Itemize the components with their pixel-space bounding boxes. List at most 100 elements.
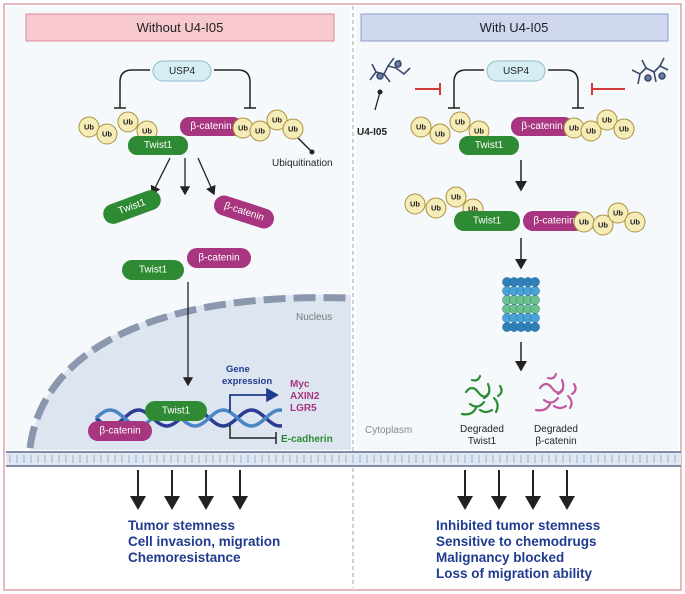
twist1-nuclear-label: Twist1: [162, 406, 191, 417]
beta-catenin-right-label: β-catenin: [521, 121, 562, 132]
beta-catenin-nuclear-label: β-catenin: [99, 426, 140, 437]
gene-myc: Myc: [290, 379, 310, 390]
free-beta-catenin-pill: [214, 195, 274, 229]
ub-bead: [96, 123, 118, 145]
u4-i05-pointer: [374, 91, 381, 111]
ub-bead: [624, 211, 646, 233]
beta-catenin-polyub-label: β-catenin: [533, 216, 574, 227]
ub-bead: [449, 111, 471, 133]
right-title: With U4-I05: [480, 20, 549, 35]
gene-expression-line1: Gene: [226, 364, 250, 375]
twist1-label: Twist1: [144, 140, 173, 151]
proteasome-subunit: [530, 286, 540, 296]
degraded-beta-catenin-line2: β-catenin: [535, 436, 576, 447]
u4-i05-label: U4-I05: [357, 127, 387, 138]
ub-bead: [580, 120, 602, 142]
right-title-box: [360, 13, 669, 42]
ub-label: Ub: [255, 127, 265, 136]
beta-catenin-pair-label: β-catenin: [198, 253, 239, 264]
ub-label: Ub: [586, 127, 596, 136]
ub-label: Ub: [431, 204, 441, 213]
left-title: Without U4-I05: [137, 20, 224, 35]
usp4-right-inhibit-line-2: [548, 69, 579, 108]
beta-catenin-polyub: [523, 211, 585, 231]
usp4-right: [486, 60, 546, 82]
ub-bead: [282, 118, 304, 140]
degraded-twist1-fragments: [460, 374, 503, 416]
proteasome: [502, 277, 540, 332]
ub-label: Ub: [288, 125, 298, 134]
proteasome-subunit: [530, 304, 540, 314]
twist1-polyub: [454, 211, 520, 231]
u4-i05-molecule-left: [369, 57, 411, 83]
ub-bead: [445, 186, 467, 208]
twist1-right-label: Twist1: [475, 140, 504, 151]
ub-label: Ub: [416, 123, 426, 132]
ub-label: Ub: [142, 127, 152, 136]
ub-label: Ub: [272, 116, 282, 125]
free-twist1: Twist1: [103, 190, 161, 224]
cytoplasm-label: Cytoplasm: [365, 425, 412, 436]
nuclear-membrane: [26, 294, 351, 449]
twist1-nuclear: [145, 401, 207, 421]
ub-bead: [613, 118, 635, 140]
degraded-twist1-line2: Twist1: [468, 436, 497, 447]
usp4-right-inhibit-line-1: [453, 69, 484, 108]
ub-bead: [266, 109, 288, 131]
ub-label: Ub: [451, 193, 461, 202]
twist1-right-complex: [459, 136, 519, 155]
e-cadherin-repression-line: [229, 425, 276, 439]
twist1-pair-label: Twist1: [139, 265, 168, 276]
ub-chain-left-2: Ub Ub Ub Ub: [232, 109, 304, 142]
ub-bead: [410, 116, 432, 138]
twist1-pair: [122, 260, 184, 280]
degraded-beta-catenin-line1: Degraded: [534, 424, 578, 435]
ub-label: Ub: [102, 130, 112, 139]
ub-bead: [404, 193, 426, 215]
twist1-polyub-label: Twist1: [473, 216, 502, 227]
ub-label: Ub: [474, 127, 484, 136]
ub-chain-right-4: Ub Ub Ub Ub: [573, 202, 646, 236]
ub-bead: [592, 214, 614, 236]
gene-expression-line2: expression: [222, 376, 272, 387]
proteasome-subunit: [530, 295, 540, 305]
beta-catenin-pair: [187, 248, 251, 268]
ub-label: Ub: [630, 218, 640, 227]
right-outcome-4: Loss of migration ability: [436, 566, 593, 581]
usp4-left-inhibit-line-1: [119, 69, 150, 108]
ub-label: Ub: [123, 118, 133, 127]
usp4-left: [152, 60, 212, 82]
gene-axin2: AXIN2: [290, 391, 320, 402]
cell-membrane: [6, 452, 681, 466]
right-outcome-3: Malignancy blocked: [436, 550, 564, 565]
ub-bead: [117, 111, 139, 133]
left-outcome-3: Chemoresistance: [128, 550, 241, 565]
free-twist1-pill: [103, 190, 161, 224]
ub-chain-right-2: Ub Ub Ub Ub: [563, 109, 635, 142]
arrow-to-beta-catenin: [197, 157, 216, 196]
degraded-beta-catenin-fragments: [534, 372, 577, 412]
ub-label: Ub: [238, 124, 248, 133]
proteasome-subunit: [530, 322, 540, 332]
u4-i05-molecule-right: [631, 57, 669, 85]
left-title-box: [25, 13, 335, 42]
beta-catenin-right-complex: [511, 117, 573, 136]
pointer-dot: [309, 149, 315, 155]
dna-strand-2: [94, 408, 283, 428]
ub-bead: [78, 116, 100, 138]
ub-label: Ub: [455, 118, 465, 127]
beta-catenin-label: β-catenin: [190, 121, 231, 132]
ub-chain-right-3: Ub Ub Ub Ub: [404, 186, 484, 220]
right-outcome-1: Inhibited tumor stemness: [436, 518, 600, 533]
ub-label: Ub: [598, 221, 608, 230]
ub-bead: [425, 197, 447, 219]
ub-label: Ub: [602, 116, 612, 125]
ub-label: Ub: [468, 205, 478, 214]
gene-lgr5: LGR5: [290, 403, 317, 414]
proteasome-subunit: [530, 277, 540, 287]
beta-catenin-left-complex: [180, 117, 242, 136]
right-outcome-2: Sensitive to chemodrugs: [436, 534, 597, 549]
gene-expression-arrow: [229, 387, 279, 412]
left-outcome-1: Tumor stemness: [128, 518, 235, 533]
